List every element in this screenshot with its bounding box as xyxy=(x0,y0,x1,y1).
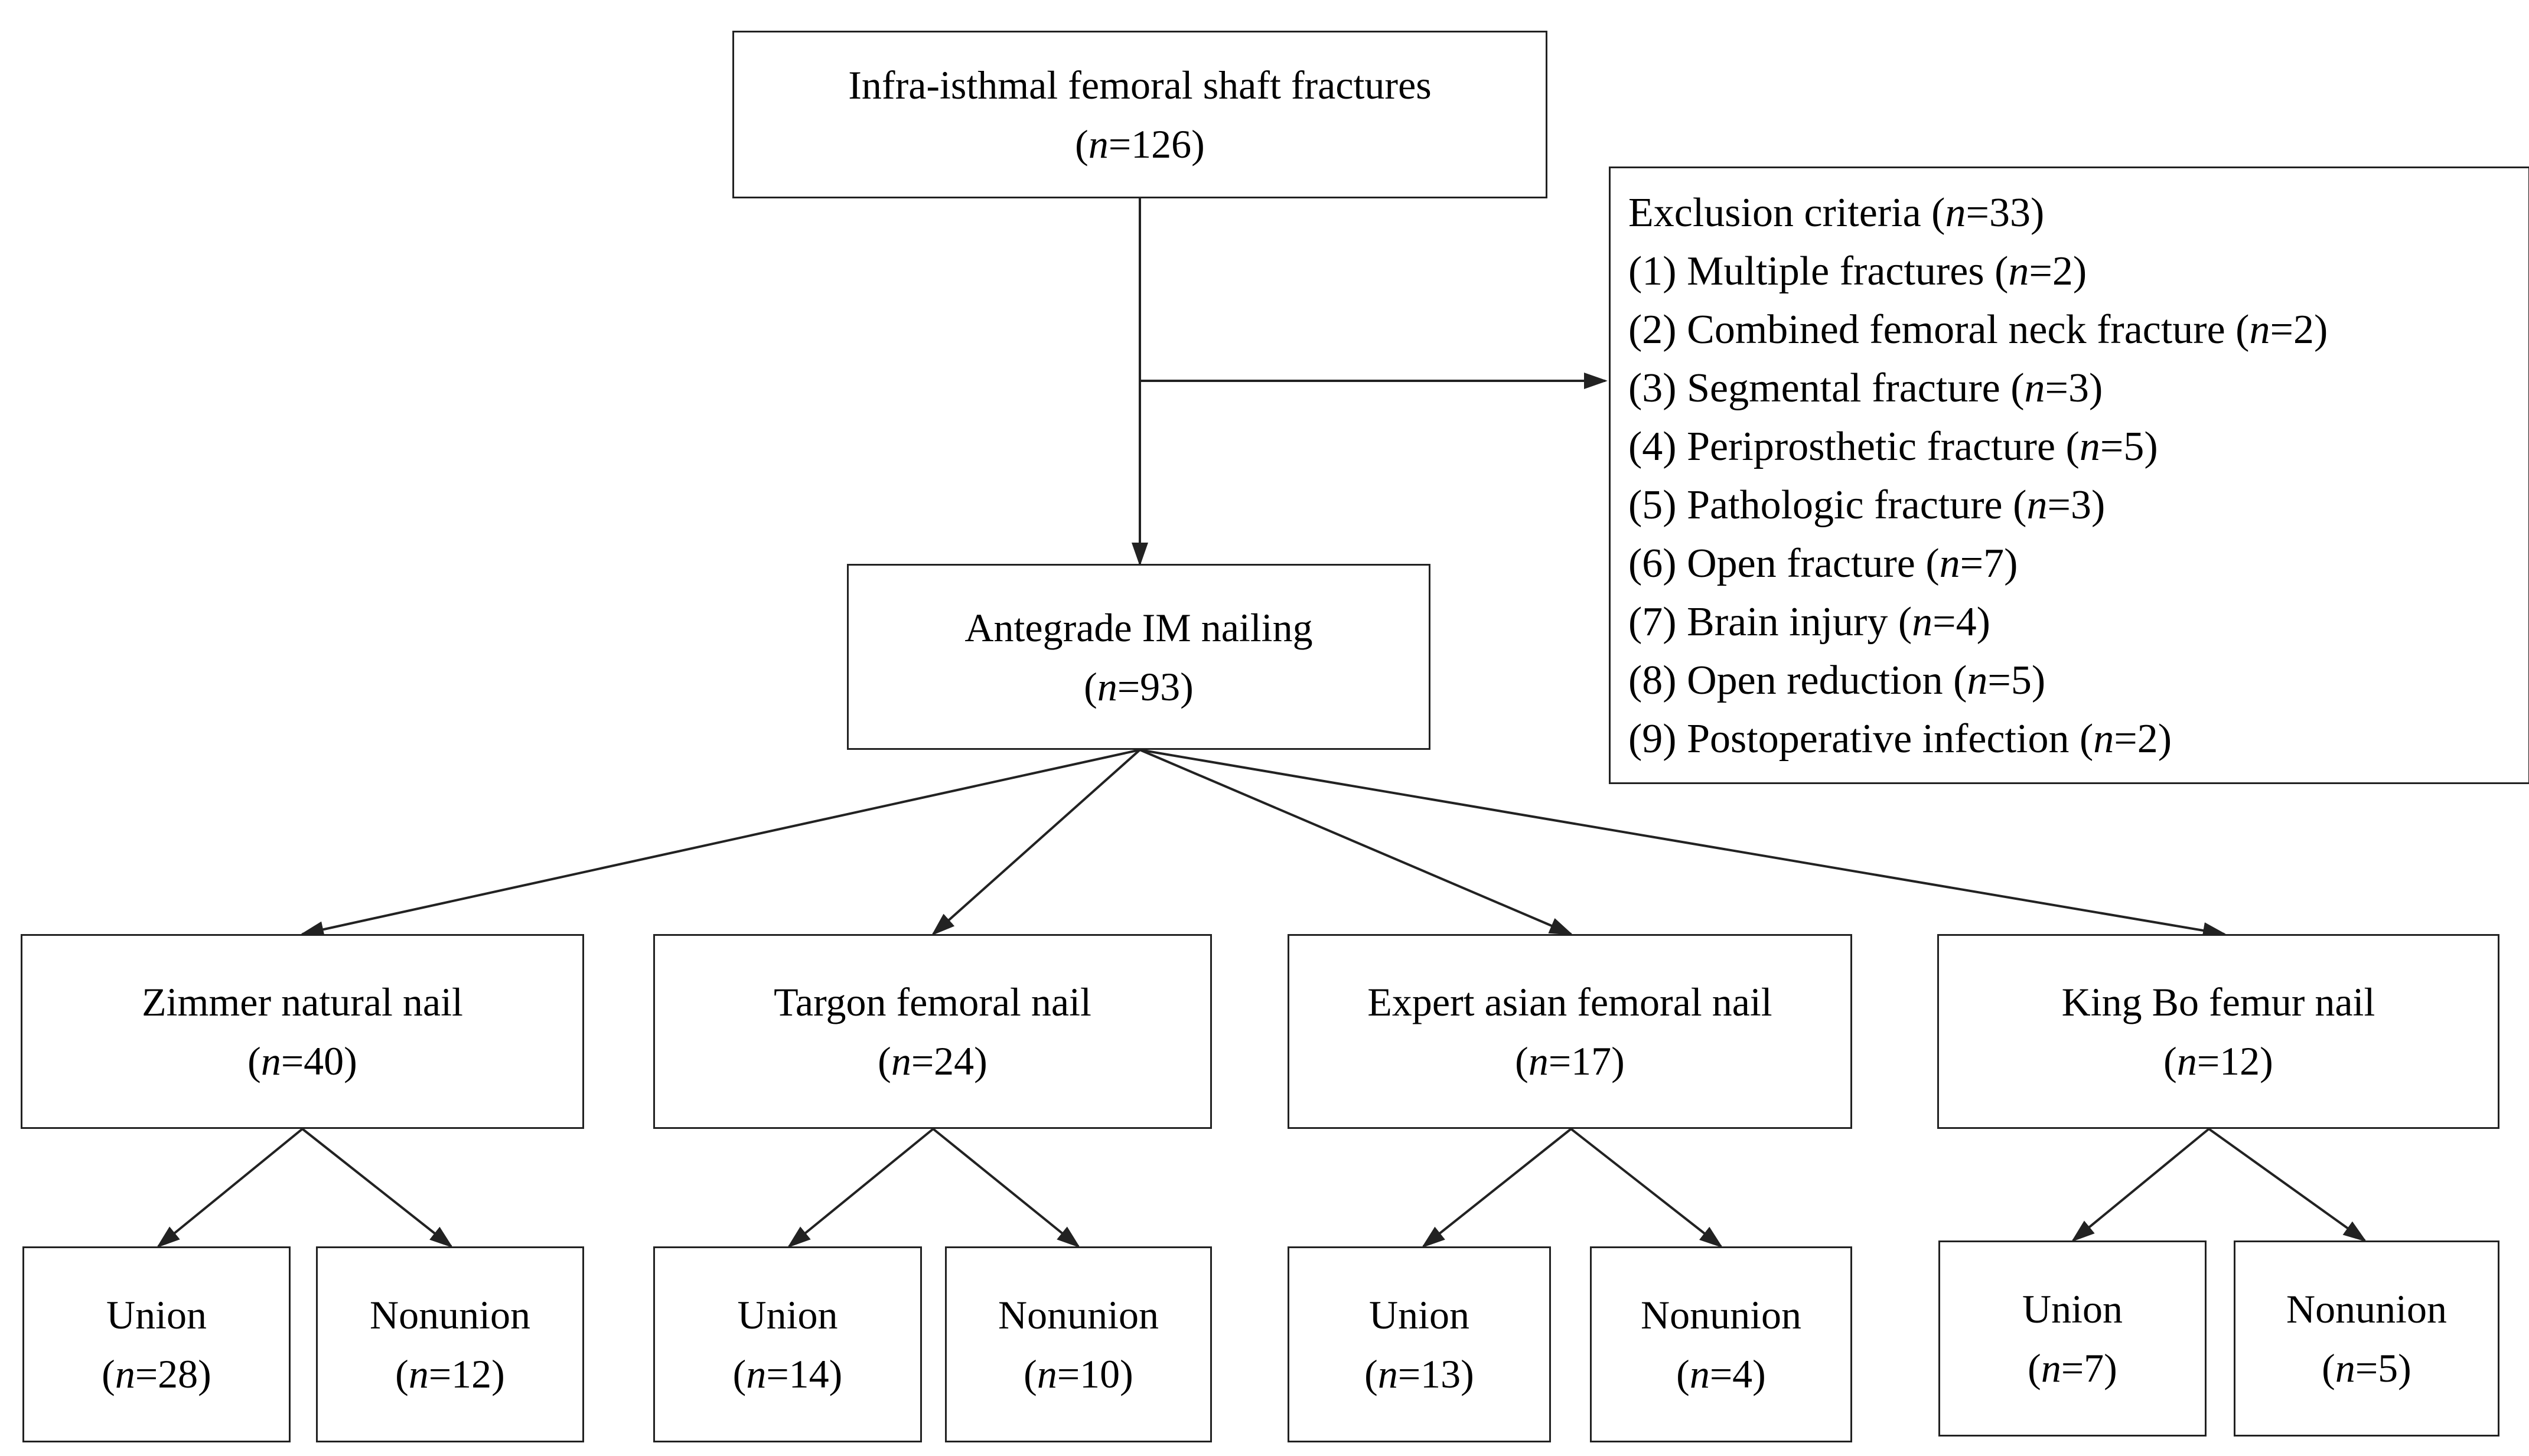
nail-box-targon: Targon femoral nail (n=24) xyxy=(653,934,1212,1129)
exclusion-item: (5) Pathologic fracture (n=3) xyxy=(1628,482,2106,528)
line-expert-to-union xyxy=(1421,1128,1572,1248)
outcome-count: (n=12) xyxy=(395,1351,505,1396)
line-zimmer-to-nonunion xyxy=(301,1128,454,1248)
nail-box-zimmer: Zimmer natural nail (n=40) xyxy=(21,934,584,1129)
union-box-zimmer: Union (n=28) xyxy=(22,1246,291,1442)
nail-box-kingbo: King Bo femur nail (n=12) xyxy=(1937,934,2499,1129)
nail-count: (n=17) xyxy=(1515,1039,1625,1083)
exclusion-item: (8) Open reduction (n=5) xyxy=(1628,658,2046,703)
exclusion-criteria-box: Exclusion criteria (n=33) (1) Multiple f… xyxy=(1609,167,2529,784)
line-nailing-to-zimmer xyxy=(300,749,1140,938)
outcome-count: (n=13) xyxy=(1364,1351,1474,1396)
nail-count: (n=24) xyxy=(878,1039,988,1083)
exclusion-item: (9) Postoperative infection (n=2) xyxy=(1628,716,2172,762)
line-nailing-to-targon xyxy=(931,749,1141,936)
outcome-title: Union xyxy=(106,1292,207,1337)
line-expert-to-nonunion xyxy=(1570,1128,1723,1248)
outcome-count: (n=14) xyxy=(732,1351,843,1396)
nonunion-box-kingbo: Nonunion (n=5) xyxy=(2234,1240,2499,1437)
nail-title: Expert asian femoral nail xyxy=(1367,980,1772,1024)
nonunion-box-expert: Nonunion (n=4) xyxy=(1590,1246,1852,1442)
line-nailing-to-expert xyxy=(1139,749,1573,935)
nail-title: King Bo femur nail xyxy=(2061,980,2375,1024)
union-box-expert: Union (n=13) xyxy=(1288,1246,1551,1442)
nailing-title: Antegrade IM nailing xyxy=(964,605,1313,650)
exclusion-item: (3) Segmental fracture (n=3) xyxy=(1628,365,2103,411)
line-kingbo-to-nonunion xyxy=(2208,1128,2367,1242)
root-title: Infra-isthmal femoral shaft fractures xyxy=(848,63,1432,107)
exclusion-item: (6) Open fracture (n=7) xyxy=(1628,541,2018,586)
union-box-targon: Union (n=14) xyxy=(653,1246,922,1442)
nail-title: Zimmer natural nail xyxy=(142,980,463,1024)
exclusion-item: (7) Brain injury (n=4) xyxy=(1628,599,1990,645)
exclusion-title: Exclusion criteria (n=33) xyxy=(1628,190,2045,236)
nonunion-box-targon: Nonunion (n=10) xyxy=(945,1246,1212,1442)
nonunion-box-zimmer: Nonunion (n=12) xyxy=(316,1246,584,1442)
line-kingbo-to-union xyxy=(2071,1128,2210,1242)
root-count: (n=126) xyxy=(1075,122,1205,167)
nail-count: (n=40) xyxy=(247,1039,357,1083)
outcome-title: Union xyxy=(1369,1292,1469,1337)
line-targon-to-nonunion xyxy=(932,1128,1081,1248)
nail-title: Targon femoral nail xyxy=(774,980,1091,1024)
nailing-count: (n=93) xyxy=(1084,664,1194,709)
outcome-count: (n=4) xyxy=(1676,1351,1766,1396)
exclusion-item: (4) Periprosthetic fracture (n=5) xyxy=(1628,424,2158,469)
outcome-title: Nonunion xyxy=(2286,1287,2447,1331)
nail-count: (n=12) xyxy=(2163,1039,2273,1083)
outcome-title: Union xyxy=(737,1292,838,1337)
nailing-box: Antegrade IM nailing (n=93) xyxy=(847,564,1430,750)
line-nailing-to-kingbo xyxy=(1139,749,2227,939)
line-targon-to-union xyxy=(787,1128,934,1248)
root-box: Infra-isthmal femoral shaft fractures (n… xyxy=(732,31,1547,198)
outcome-count: (n=10) xyxy=(1024,1351,1133,1396)
outcome-count: (n=28) xyxy=(102,1351,211,1396)
outcome-title: Nonunion xyxy=(370,1292,530,1337)
outcome-count: (n=7) xyxy=(2028,1346,2117,1390)
line-zimmer-to-union xyxy=(156,1128,304,1248)
outcome-title: Nonunion xyxy=(1641,1292,1801,1337)
outcome-title: Nonunion xyxy=(998,1292,1159,1337)
union-box-kingbo: Union (n=7) xyxy=(1938,1240,2207,1437)
outcome-count: (n=5) xyxy=(2322,1346,2411,1390)
exclusion-item: (2) Combined femoral neck fracture (n=2) xyxy=(1628,307,2328,352)
exclusion-item: (1) Multiple fractures (n=2) xyxy=(1628,249,2087,294)
outcome-title: Union xyxy=(2022,1287,2123,1331)
nail-box-expert: Expert asian femoral nail (n=17) xyxy=(1288,934,1852,1129)
